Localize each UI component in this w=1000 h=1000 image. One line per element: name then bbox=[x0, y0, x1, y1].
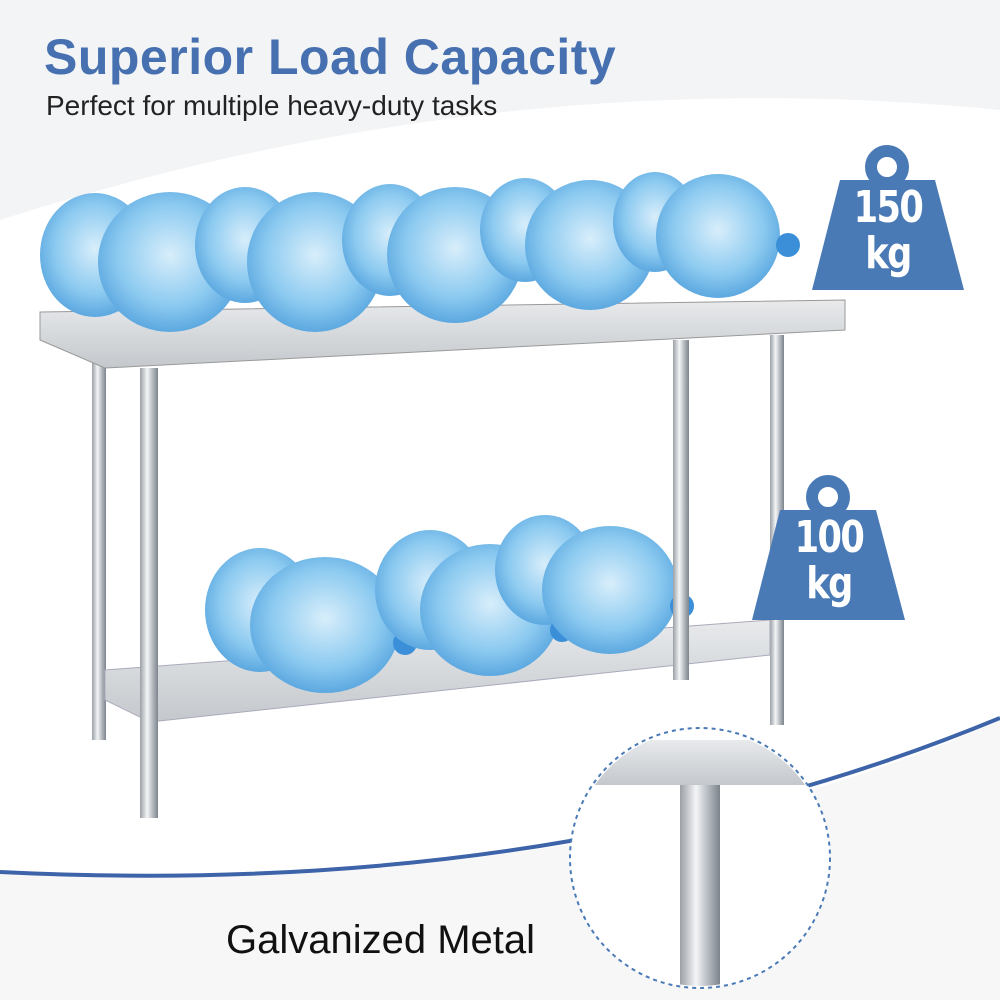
top-shelf bbox=[39, 299, 846, 369]
weight-icon bbox=[752, 145, 964, 620]
page-title: Superior Load Capacity bbox=[44, 29, 617, 85]
lower-bottles bbox=[205, 515, 694, 693]
blue-curve-line bbox=[0, 716, 1000, 878]
upper-bottles bbox=[40, 172, 800, 332]
load-value: 100 bbox=[794, 512, 865, 563]
background-swoosh bbox=[0, 0, 1000, 220]
load-badge-top: 150 kg bbox=[808, 180, 968, 330]
page-subtitle: Perfect for multiple heavy-duty tasks bbox=[46, 90, 498, 121]
material-caption: Galvanized Metal bbox=[226, 918, 536, 962]
load-unit: kg bbox=[865, 228, 912, 279]
table-leg bbox=[673, 340, 689, 680]
load-unit: kg bbox=[806, 558, 853, 609]
table-leg bbox=[140, 368, 158, 818]
load-value: 150 bbox=[853, 182, 924, 233]
table-leg bbox=[92, 360, 106, 740]
load-badge-bottom: 100 kg bbox=[749, 510, 909, 660]
